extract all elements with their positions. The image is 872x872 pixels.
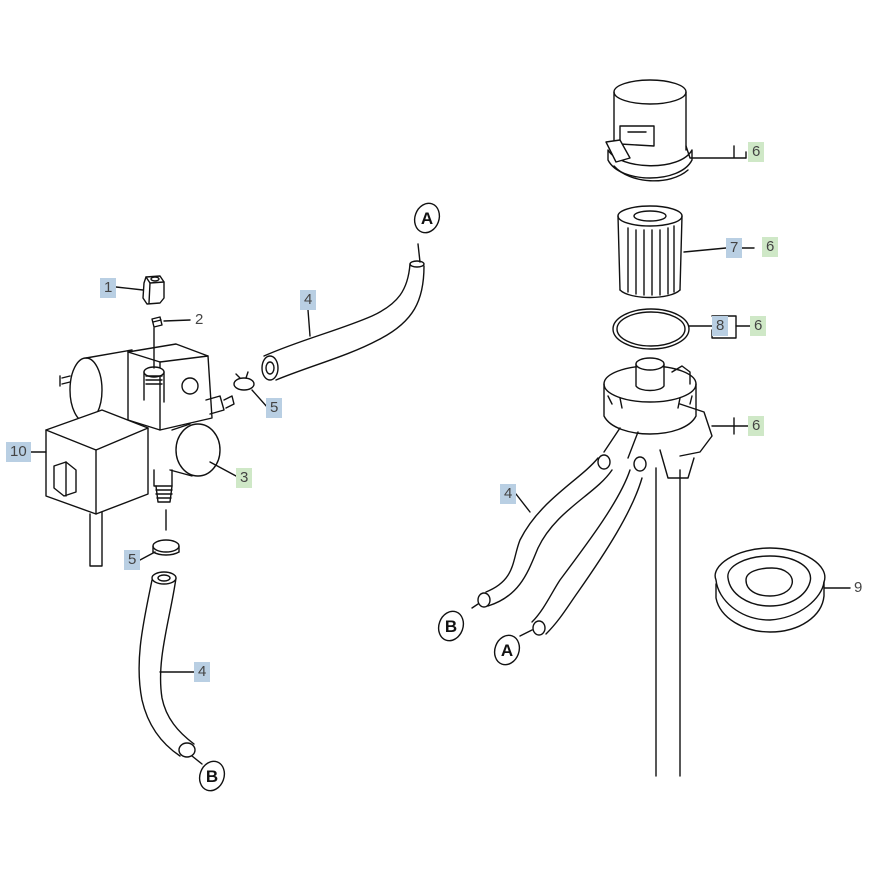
ref-a-right-label: A (501, 641, 513, 660)
part-3-valve-body (59, 327, 235, 503)
part-6-filter-cap (605, 79, 693, 182)
ref-b-bottom-label: B (206, 767, 218, 786)
callout-6-base: 6 (748, 416, 765, 436)
part-10-solenoid (45, 409, 149, 567)
callout-1: 1 (100, 278, 117, 298)
part-8-o-ring (612, 308, 690, 350)
callout-8: 8 (712, 316, 729, 336)
callout-4-lower: 4 (194, 662, 211, 682)
part-5-clamp-upper (233, 371, 255, 391)
part-5-clamp-lower (152, 509, 180, 556)
ref-b-right-circle (437, 610, 465, 642)
leader-lines (29, 145, 851, 673)
ref-b-right-label: B (445, 617, 457, 636)
ref-a-right-circle (493, 634, 521, 666)
part-4-hose-right (471, 454, 647, 637)
part-7-filter-element (617, 205, 683, 299)
callout-6-cap: 6 (748, 142, 765, 162)
callout-4-right: 4 (500, 484, 517, 504)
part-9-grommet (714, 547, 826, 633)
callout-7: 7 (726, 238, 743, 258)
callout-4-upper: 4 (300, 290, 317, 310)
callout-5-upper: 5 (266, 398, 283, 418)
ref-b-bottom-circle (198, 760, 226, 792)
callout-9: 9 (854, 579, 863, 596)
callout-5-lower: 5 (124, 550, 141, 570)
filter-base-housing (603, 357, 713, 777)
callout-6-oring: 6 (750, 316, 767, 336)
callout-6-filter: 6 (762, 237, 779, 257)
ref-a-top-label: A (421, 209, 433, 228)
callout-10: 10 (6, 442, 31, 462)
part-4-hose-lower (138, 571, 203, 765)
part-2-nipple (151, 316, 163, 328)
part-1-cap-nut (142, 275, 165, 305)
part-4-hose-upper (261, 260, 425, 381)
callout-3: 3 (236, 468, 253, 488)
ref-a-top-circle (413, 202, 441, 234)
callout-2: 2 (195, 311, 204, 328)
